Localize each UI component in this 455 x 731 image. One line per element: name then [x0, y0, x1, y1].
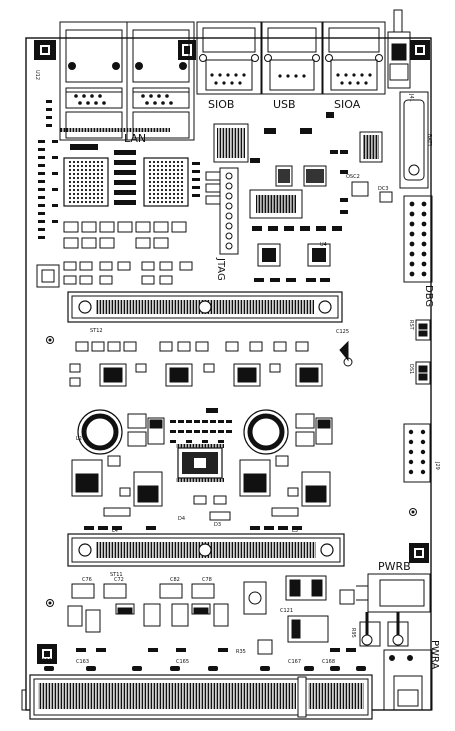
mosfets	[71, 455, 331, 521]
lan-connector	[59, 21, 195, 141]
label-r95: R95	[350, 628, 356, 638]
label-l3: L3	[292, 528, 298, 534]
label-l4: L4	[112, 528, 118, 534]
pin-header-right	[403, 423, 431, 483]
label-c78: C78	[202, 577, 212, 583]
label-u4: U4	[320, 242, 327, 248]
fiducial-top-right	[410, 40, 430, 60]
bga-chip-right	[143, 157, 189, 207]
board-connector-lower	[67, 533, 345, 567]
power-supply-section	[69, 340, 353, 387]
dbg-header	[403, 195, 433, 283]
label-l2: L2	[76, 436, 82, 442]
reset-button	[415, 319, 431, 341]
ds1-switch	[415, 361, 431, 385]
siob-connector	[196, 21, 262, 95]
label-j41: J41	[408, 93, 414, 102]
label-c82: C82	[170, 577, 180, 583]
usb-connector	[261, 21, 323, 95]
label-ds1: DS1	[408, 364, 414, 374]
label-pwrb: PWRB	[378, 560, 411, 573]
fiducial-top-mid	[178, 40, 196, 60]
edge-connector	[29, 674, 373, 720]
fiducial-top-left	[34, 40, 56, 60]
controller-chip	[176, 444, 224, 482]
label-c125: C125	[336, 329, 349, 335]
board-connector-upper	[67, 291, 343, 323]
label-st11: ST11	[110, 572, 123, 578]
label-d3: D3	[214, 522, 221, 528]
battery-holder	[399, 91, 429, 189]
label-j29: J29	[434, 461, 440, 470]
label-c167: C167	[288, 659, 301, 665]
inductors	[77, 409, 289, 455]
label-dbg: DBG	[423, 285, 434, 307]
label-r35: R35	[236, 649, 246, 655]
sioa-connector	[322, 21, 386, 95]
label-rst: RST	[408, 320, 414, 331]
label-c165: C165	[176, 659, 189, 665]
label-bat1: BAT1	[426, 134, 432, 147]
label-c76: C76	[82, 577, 92, 583]
label-dc3: DC3	[378, 186, 389, 192]
label-usb: USB	[273, 98, 296, 111]
lower-power-section	[67, 575, 409, 655]
label-u12: U12	[34, 70, 40, 80]
label-c168: C168	[322, 659, 335, 665]
bga-chip-left	[63, 157, 109, 207]
label-c121: C121	[280, 608, 293, 614]
label-c169: C169	[42, 658, 55, 664]
crystal-left	[36, 264, 60, 288]
label-st12: ST12	[90, 328, 103, 334]
label-sioa: SIOA	[334, 98, 361, 111]
processor-area	[213, 112, 393, 282]
passives-lan-area	[38, 100, 200, 239]
jtag-header	[219, 167, 239, 255]
label-c72: C72	[114, 577, 124, 583]
pwra-connector	[383, 649, 433, 711]
label-d4: D4	[178, 516, 185, 522]
label-siob: SIOB	[208, 98, 234, 111]
label-osc2: OSC2	[346, 174, 360, 180]
fiducial-mid-right	[409, 543, 429, 563]
label-jtag: JTAG	[215, 257, 226, 281]
fiducial-bottom-left	[37, 644, 57, 664]
power-switch	[387, 9, 411, 89]
lan-pins	[68, 62, 187, 105]
label-pwra: PWRA	[429, 640, 440, 669]
label-lan: LAN	[124, 132, 146, 145]
label-c163: C163	[76, 659, 89, 665]
